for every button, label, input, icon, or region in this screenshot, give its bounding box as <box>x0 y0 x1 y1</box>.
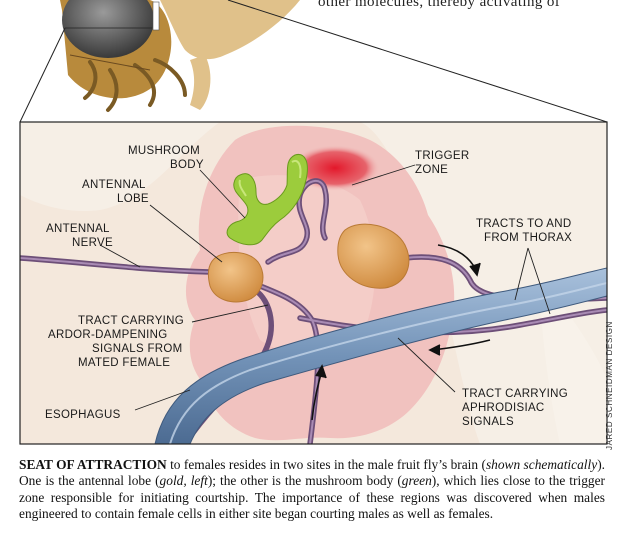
caption-text: to females resides in two sites in the m… <box>167 457 486 472</box>
fly-illustration <box>60 0 300 110</box>
caption-lead: SEAT OF ATTRACTION <box>19 457 167 472</box>
illustration-credit: JARED SCHNEIDMAN DESIGN <box>605 321 614 450</box>
caption-text: ); the other is the mushroom body ( <box>208 473 402 488</box>
antennal-lobe <box>208 252 263 301</box>
caption-italic: gold, left <box>160 473 208 488</box>
caption-italic: green <box>402 473 432 488</box>
caption-italic: shown schematically <box>486 457 597 472</box>
figure-caption: SEAT OF ATTRACTION to females resides in… <box>19 457 605 523</box>
label-esophagus: ESOPHAGUS <box>45 409 121 421</box>
